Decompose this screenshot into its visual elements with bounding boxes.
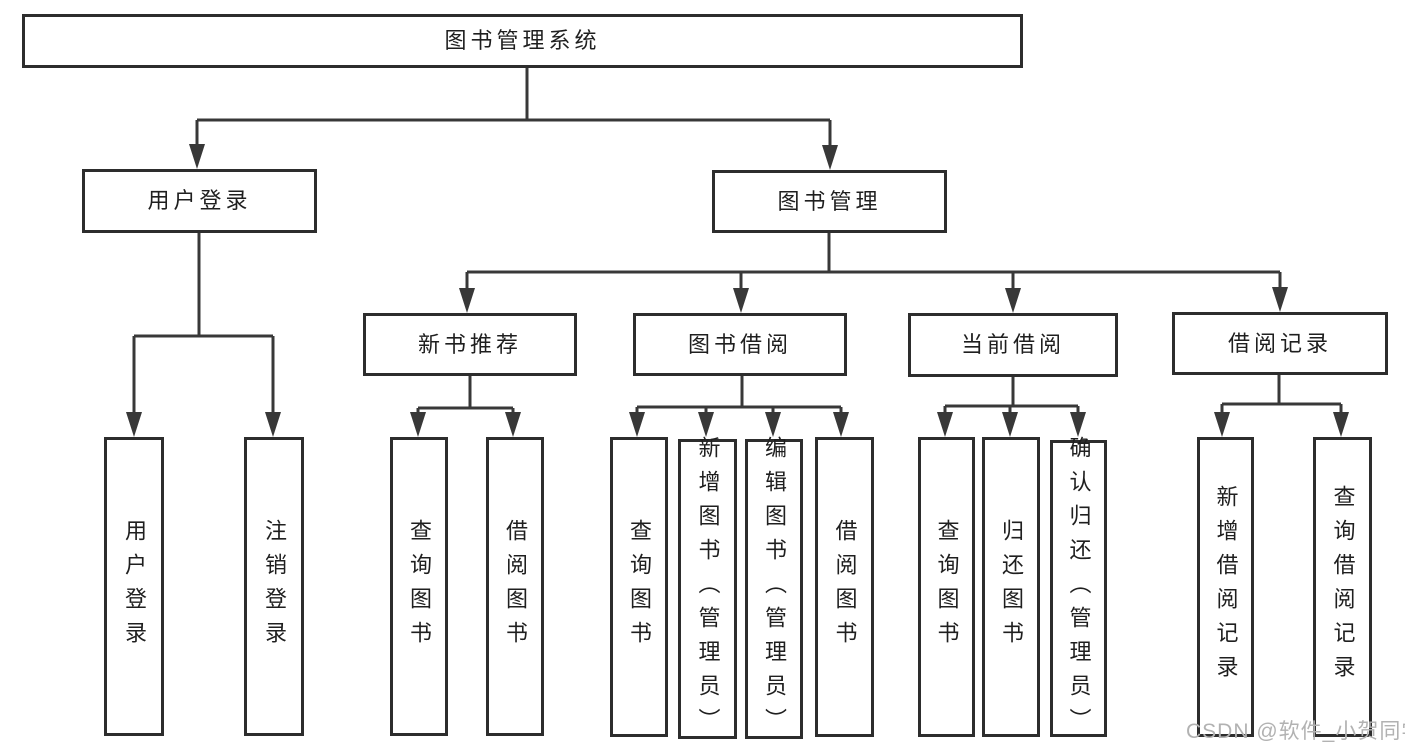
leaf-confirm-return-admin: 确认归还（管理员） <box>1050 436 1107 742</box>
leaf-query-borrow-record-label: 查询借阅记录 <box>1330 485 1356 689</box>
leaf-user-login: 用户登录 <box>104 437 164 736</box>
leaf-logout-label: 注销登录 <box>262 518 287 655</box>
leaf-confirm-return-admin-label: 确认归还（管理员） <box>1066 435 1092 742</box>
leaf-query-books-recommend: 查询图书 <box>390 437 448 736</box>
leaf-add-borrow-record-label: 新增借阅记录 <box>1213 485 1239 689</box>
node-book-management-label: 图书管理 <box>777 188 882 214</box>
leaf-edit-book-admin: 编辑图书（管理员） <box>745 436 803 742</box>
leaf-edit-book-admin-label: 编辑图书（管理员） <box>762 436 787 742</box>
leaf-query-books-recommend-label: 查询图书 <box>407 518 432 655</box>
leaf-borrow-books-recommend: 借阅图书 <box>486 437 544 736</box>
leaf-query-books-current-label: 查询图书 <box>934 519 960 655</box>
node-book-borrow-label: 图书借阅 <box>687 331 792 357</box>
node-root-label: 图书管理系统 <box>444 28 601 53</box>
node-user-login: 用户登录 <box>82 169 317 233</box>
leaf-logout: 注销登录 <box>244 437 304 736</box>
node-book-borrow: 图书借阅 <box>633 313 847 376</box>
node-root: 图书管理系统 <box>22 14 1023 68</box>
leaf-return-book-label: 归还图书 <box>999 519 1024 655</box>
leaf-add-book-admin: 新增图书（管理员） <box>678 436 737 742</box>
node-current-borrow: 当前借阅 <box>908 313 1118 377</box>
node-new-book-recommend-label: 新书推荐 <box>417 331 522 357</box>
node-current-borrow-label: 当前借阅 <box>960 332 1065 357</box>
csdn-watermark: CSDN @软件_小贺同学 <box>1186 720 1405 743</box>
arrowheads <box>126 144 1349 437</box>
leaf-add-book-admin-label: 新增图书（管理员） <box>695 436 721 742</box>
leaf-add-borrow-record: 新增借阅记录 <box>1197 437 1254 737</box>
leaf-query-books-borrow-label: 查询图书 <box>627 519 652 655</box>
leaf-query-books-borrow: 查询图书 <box>610 437 668 737</box>
leaf-query-borrow-record: 查询借阅记录 <box>1313 437 1372 737</box>
node-borrow-records-label: 借阅记录 <box>1227 330 1332 356</box>
leaf-borrow-books-recommend-label: 借阅图书 <box>503 518 528 655</box>
leaf-borrow-books: 借阅图书 <box>815 437 874 737</box>
leaf-query-books-current: 查询图书 <box>918 437 975 737</box>
node-user-login-label: 用户登录 <box>147 188 252 213</box>
node-book-management: 图书管理 <box>712 170 947 233</box>
node-borrow-records: 借阅记录 <box>1172 312 1388 375</box>
node-new-book-recommend: 新书推荐 <box>363 313 577 376</box>
leaf-borrow-books-label: 借阅图书 <box>832 519 858 655</box>
leaf-user-login-label: 用户登录 <box>122 518 147 655</box>
leaf-return-book: 归还图书 <box>982 437 1040 737</box>
